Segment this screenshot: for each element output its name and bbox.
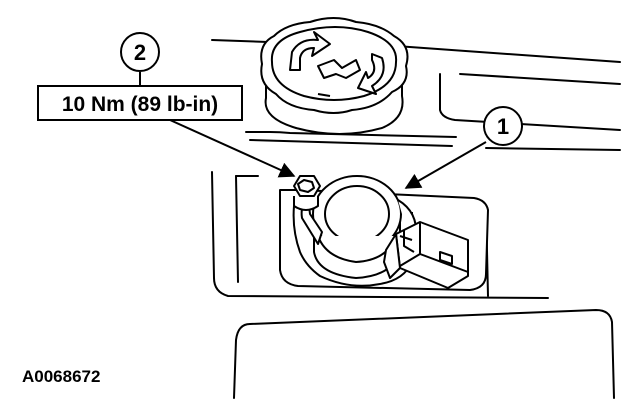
torque-spec: 10 Nm (89 lb-in) — [62, 93, 218, 116]
callout-2: 2 — [120, 32, 160, 72]
leader-callout-2 — [169, 119, 296, 178]
sensor-body — [300, 175, 418, 279]
callout-1-label: 1 — [497, 114, 509, 139]
figure-id: A0068672 — [22, 367, 100, 386]
electrical-connector — [383, 221, 469, 289]
leader-callout-1 — [404, 141, 487, 189]
filler-cap — [260, 17, 409, 135]
callout-1: 1 — [483, 106, 523, 146]
torque-spec-box: 10 Nm (89 lb-in) — [37, 85, 243, 121]
callout-2-label: 2 — [134, 40, 146, 65]
leader-lines — [139, 72, 487, 189]
retaining-bolt — [293, 175, 321, 211]
